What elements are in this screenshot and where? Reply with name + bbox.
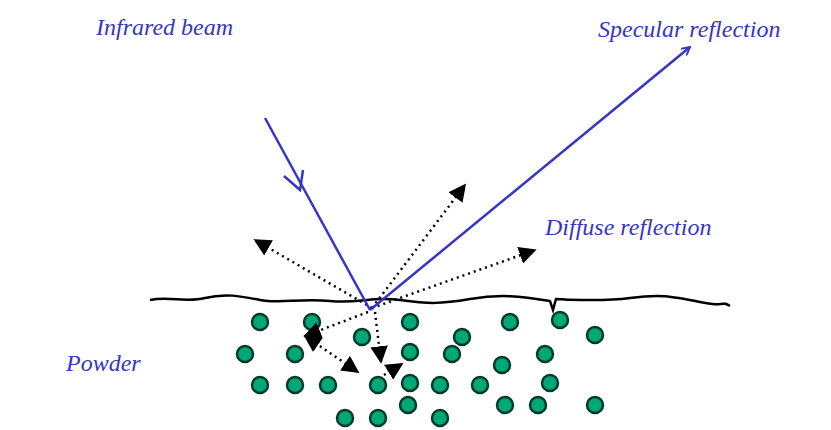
text-label: Powder [66, 350, 141, 376]
infrared-beam [265, 47, 690, 310]
powder-particles [237, 312, 603, 426]
powder-surface [150, 295, 730, 310]
diffuse-rays [255, 185, 535, 375]
text-label: Infrared beam [96, 14, 233, 40]
text-label: Diffuse reflection [545, 214, 711, 240]
text-label: Specular reflection [598, 16, 780, 42]
